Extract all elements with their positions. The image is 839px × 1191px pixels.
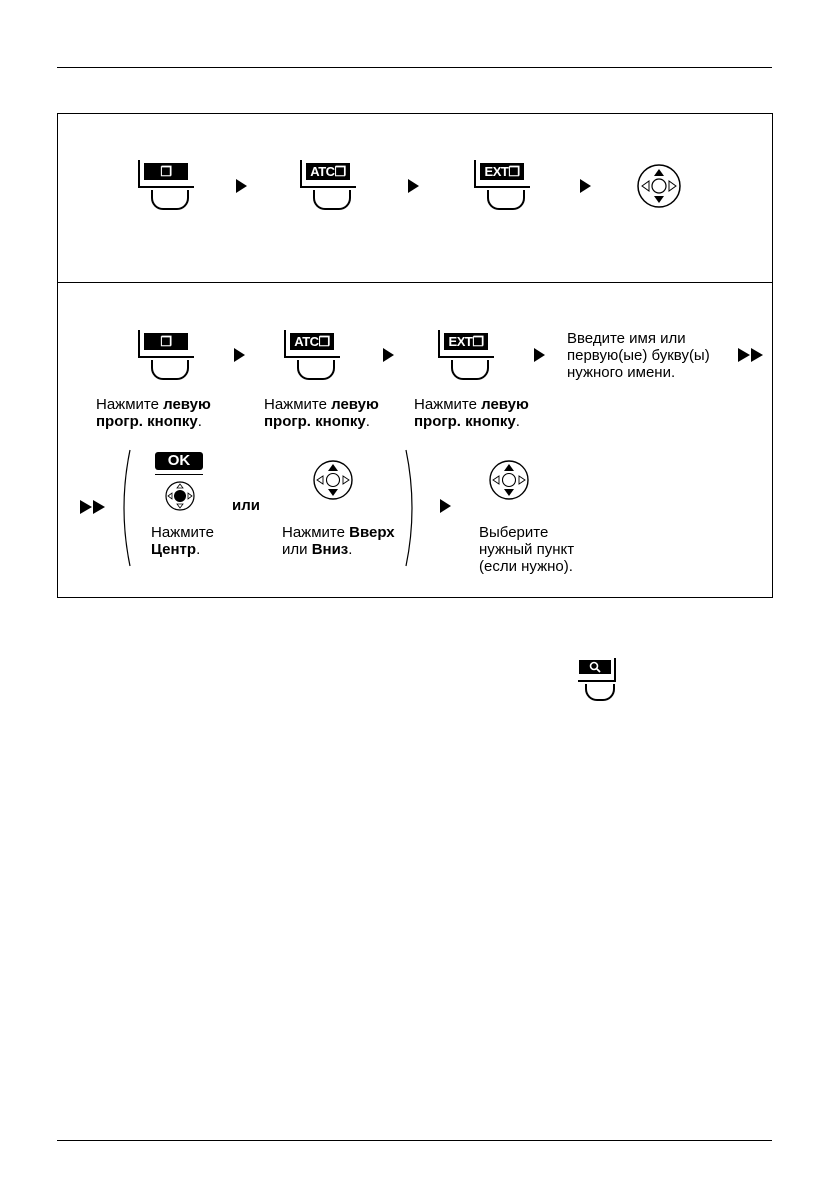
instruction-select-item: Выберите нужный пункт (если нужно).	[479, 524, 575, 575]
navigator-select-icon[interactable]	[488, 459, 530, 501]
instruction-press-updown: Нажмите Вверх или Вниз.	[282, 524, 395, 558]
navigator-center-icon[interactable]	[164, 480, 196, 512]
search-icon	[579, 660, 611, 674]
ext-book-icon: EXT❐	[444, 333, 488, 350]
navigator-key-icon[interactable]	[636, 163, 682, 209]
softkey-phonebook[interactable]: ❐	[138, 330, 194, 386]
softkey-atc-phonebook[interactable]: ATC❐	[284, 330, 340, 386]
double-arrow-icon	[80, 500, 108, 514]
right-paren	[405, 449, 413, 567]
arrow-icon	[408, 179, 419, 193]
ok-key[interactable]: OK	[155, 452, 205, 494]
arrow-icon	[580, 179, 591, 193]
instruction-press-left-2: Нажмите левую прогр. кнопку.	[264, 396, 379, 430]
arrow-icon	[234, 348, 245, 362]
arrow-icon	[534, 348, 545, 362]
softkey-phonebook[interactable]: ❐	[138, 160, 194, 216]
footer-rule	[57, 1140, 772, 1141]
header-rule	[57, 67, 772, 68]
book-icon: ❐	[144, 163, 188, 180]
softkey-ext-phonebook[interactable]: EXT❐	[438, 330, 494, 386]
arrow-icon	[236, 179, 247, 193]
instruction-press-center: Нажмите Центр.	[151, 524, 214, 558]
softkey-atc-phonebook[interactable]: ATC❐	[300, 160, 356, 216]
double-arrow-icon	[738, 348, 766, 362]
instruction-press-left-3: Нажмите левую прогр. кнопку.	[414, 396, 529, 430]
procedure-box-2	[57, 282, 773, 598]
instruction-press-left-1: Нажмите левую прогр. кнопку.	[96, 396, 211, 430]
ext-book-icon: EXT❐	[480, 163, 524, 180]
atc-book-icon: ATC❐	[306, 163, 350, 180]
or-label: или	[232, 497, 260, 514]
instruction-enter-name: Введите имя или первую(ые) букву(ы) нужн…	[567, 330, 710, 381]
softkey-ext-phonebook[interactable]: EXT❐	[474, 160, 530, 216]
left-paren	[123, 449, 131, 567]
book-icon: ❐	[144, 333, 188, 350]
atc-book-icon: ATC❐	[290, 333, 334, 350]
arrow-icon	[440, 499, 451, 513]
navigator-updown-icon[interactable]	[312, 459, 354, 501]
softkey-search[interactable]	[576, 658, 616, 714]
arrow-icon	[383, 348, 394, 362]
